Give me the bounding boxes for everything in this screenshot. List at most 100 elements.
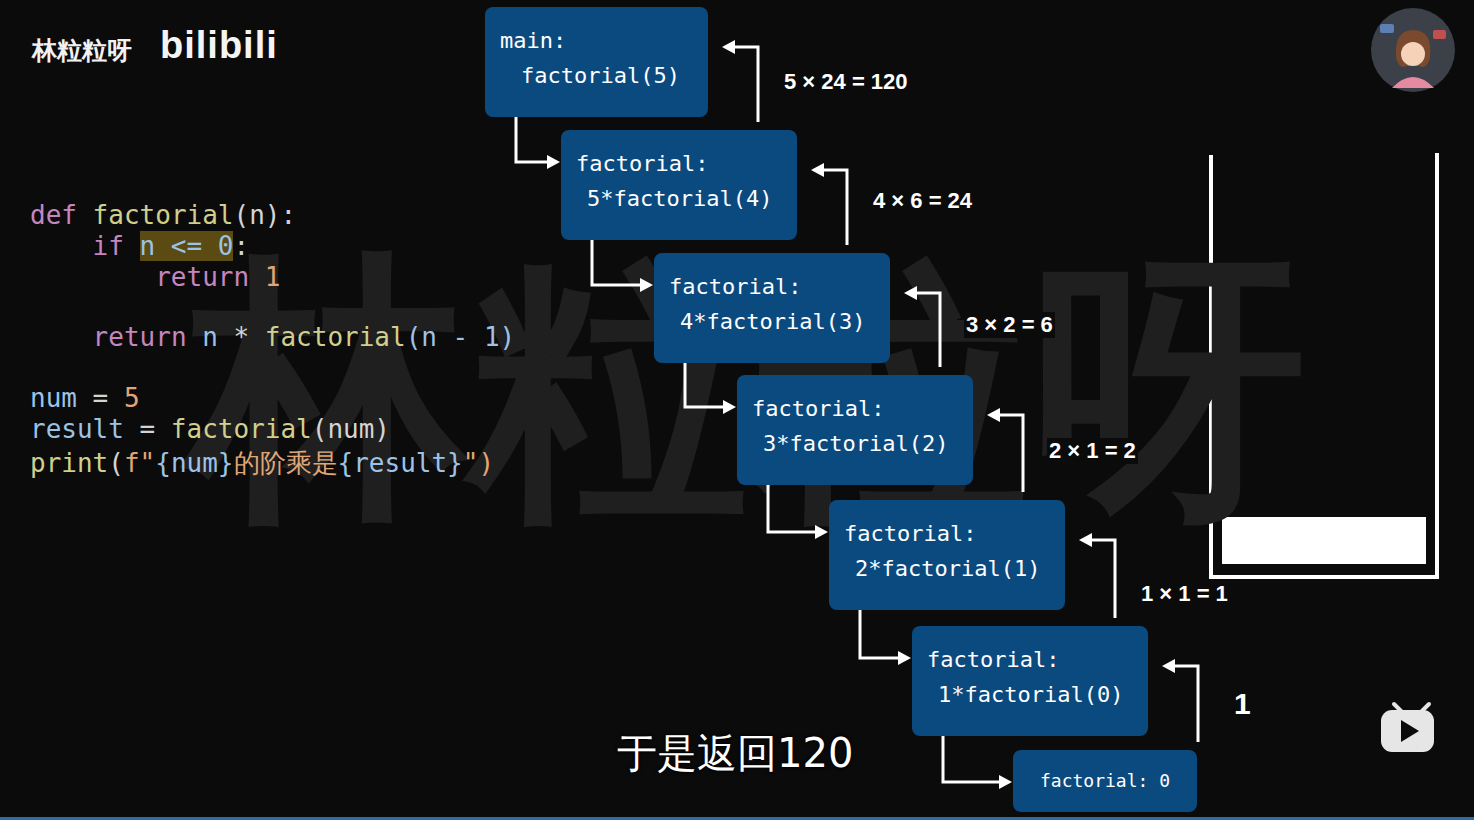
code-token: if xyxy=(93,231,124,261)
connector xyxy=(1079,533,1115,618)
frame-heading: factorial: 0 xyxy=(1040,768,1170,794)
connector xyxy=(987,408,1023,492)
return-value-label: 4 × 6 = 24 xyxy=(871,188,974,214)
code-token: = xyxy=(93,383,109,413)
connector-line xyxy=(914,293,940,367)
code-token: 5 xyxy=(124,383,140,413)
connector xyxy=(516,117,560,169)
avatar-icon xyxy=(1371,8,1455,92)
code-token: n xyxy=(202,322,218,352)
arrowhead xyxy=(999,775,1012,789)
code-token: n <= 0 xyxy=(140,231,234,261)
arrowhead xyxy=(640,278,653,292)
code-token: {result} xyxy=(338,448,463,478)
return-value-label: 1 × 1 = 1 xyxy=(1139,581,1230,607)
code-token: f" xyxy=(124,448,155,478)
tv-body xyxy=(1381,710,1434,752)
code-token: (n - 1) xyxy=(406,322,516,352)
connector-line xyxy=(860,610,901,658)
connector xyxy=(811,163,847,245)
avatar-hair xyxy=(1396,30,1431,67)
arrowhead xyxy=(1162,659,1175,673)
call-frame-box: factorial: 1*factorial(0) xyxy=(912,626,1148,736)
connector-line xyxy=(997,415,1023,492)
arrowhead xyxy=(547,155,560,169)
connector-line xyxy=(516,117,550,162)
code-line: returnn * factorial(n - 1) xyxy=(30,322,515,352)
connector-line xyxy=(732,47,758,122)
connector xyxy=(860,610,911,665)
avatar-bubble xyxy=(1380,24,1394,33)
call-frame-box: main:factorial(5) xyxy=(485,7,708,117)
connector-line xyxy=(592,240,643,285)
return-value-label: 1 xyxy=(1232,687,1253,721)
return-value-label: 5 × 24 = 120 xyxy=(782,69,910,95)
code-token: ") xyxy=(463,448,494,478)
arrowhead xyxy=(815,525,828,539)
code-token: 的阶乘是 xyxy=(234,448,338,478)
subtitle: 于是返回120 xyxy=(617,726,853,781)
code-token: return xyxy=(93,322,187,352)
frame-expression: 2*factorial(1) xyxy=(855,556,1050,582)
connector xyxy=(943,736,1012,789)
frame-heading: factorial: xyxy=(669,274,875,300)
connector-line xyxy=(943,736,1002,782)
code-token: (n): xyxy=(234,200,297,230)
connector xyxy=(592,240,653,292)
arrowhead xyxy=(898,651,911,665)
code-line: print(f"{num}的阶乘是{result}") xyxy=(30,448,494,478)
connector xyxy=(768,485,828,539)
arrowhead xyxy=(1079,533,1092,547)
code-line: deffactorial(n): xyxy=(30,200,296,230)
code-line: result=factorial(num) xyxy=(30,414,390,444)
call-frame-box: factorial: 4*factorial(3) xyxy=(654,253,890,363)
arrowhead xyxy=(987,408,1000,422)
code-token: print xyxy=(30,448,108,478)
code-token: : xyxy=(233,231,249,261)
bottom-strip xyxy=(0,817,1474,820)
code-token: {num} xyxy=(155,448,233,478)
frame-expression: 4*factorial(3) xyxy=(680,309,875,335)
code-token: return xyxy=(155,262,249,292)
arrowhead xyxy=(904,286,917,300)
code-line: if n <= 0: xyxy=(30,231,249,261)
arrowhead xyxy=(722,40,735,54)
arrowhead xyxy=(811,163,824,177)
frame-heading: factorial: xyxy=(927,647,1133,673)
avatar-face xyxy=(1401,42,1425,66)
code-token: ( xyxy=(108,448,124,478)
connector xyxy=(722,40,758,122)
connector-line xyxy=(1172,666,1198,742)
connector-line xyxy=(821,170,847,245)
connector xyxy=(685,363,736,414)
code-token: result xyxy=(30,414,124,444)
connector-line xyxy=(685,363,726,407)
connector xyxy=(904,286,940,367)
code-line: return 1 xyxy=(30,262,280,292)
frame-expression: 1*factorial(0) xyxy=(938,682,1133,708)
code-token: def xyxy=(30,200,77,230)
code-token: factorial xyxy=(171,414,312,444)
connector-line xyxy=(768,485,818,532)
code-token: 1 xyxy=(265,262,281,292)
code-line: num = 5 xyxy=(30,383,140,413)
code-token: * xyxy=(233,322,249,352)
frame-expression: 3*factorial(2) xyxy=(763,431,958,457)
code-token: factorial xyxy=(265,322,406,352)
frame-heading: factorial: xyxy=(752,396,958,422)
frame-expression: factorial(5) xyxy=(521,63,693,89)
avatar-bubble xyxy=(1433,30,1446,39)
site-logo: bilibili xyxy=(160,24,278,67)
avatar-disc xyxy=(1371,8,1455,92)
code-token: = xyxy=(140,414,156,444)
frame-expression: 5*factorial(4) xyxy=(587,186,782,212)
call-frame-box: factorial: 0 xyxy=(1013,750,1197,812)
code-token: num xyxy=(30,383,77,413)
connector-line xyxy=(1089,540,1115,618)
call-frame-box: factorial: 2*factorial(1) xyxy=(829,500,1065,610)
arrowhead xyxy=(723,400,736,414)
frame-heading: factorial: xyxy=(844,521,1050,547)
avatar-body xyxy=(1392,77,1434,88)
